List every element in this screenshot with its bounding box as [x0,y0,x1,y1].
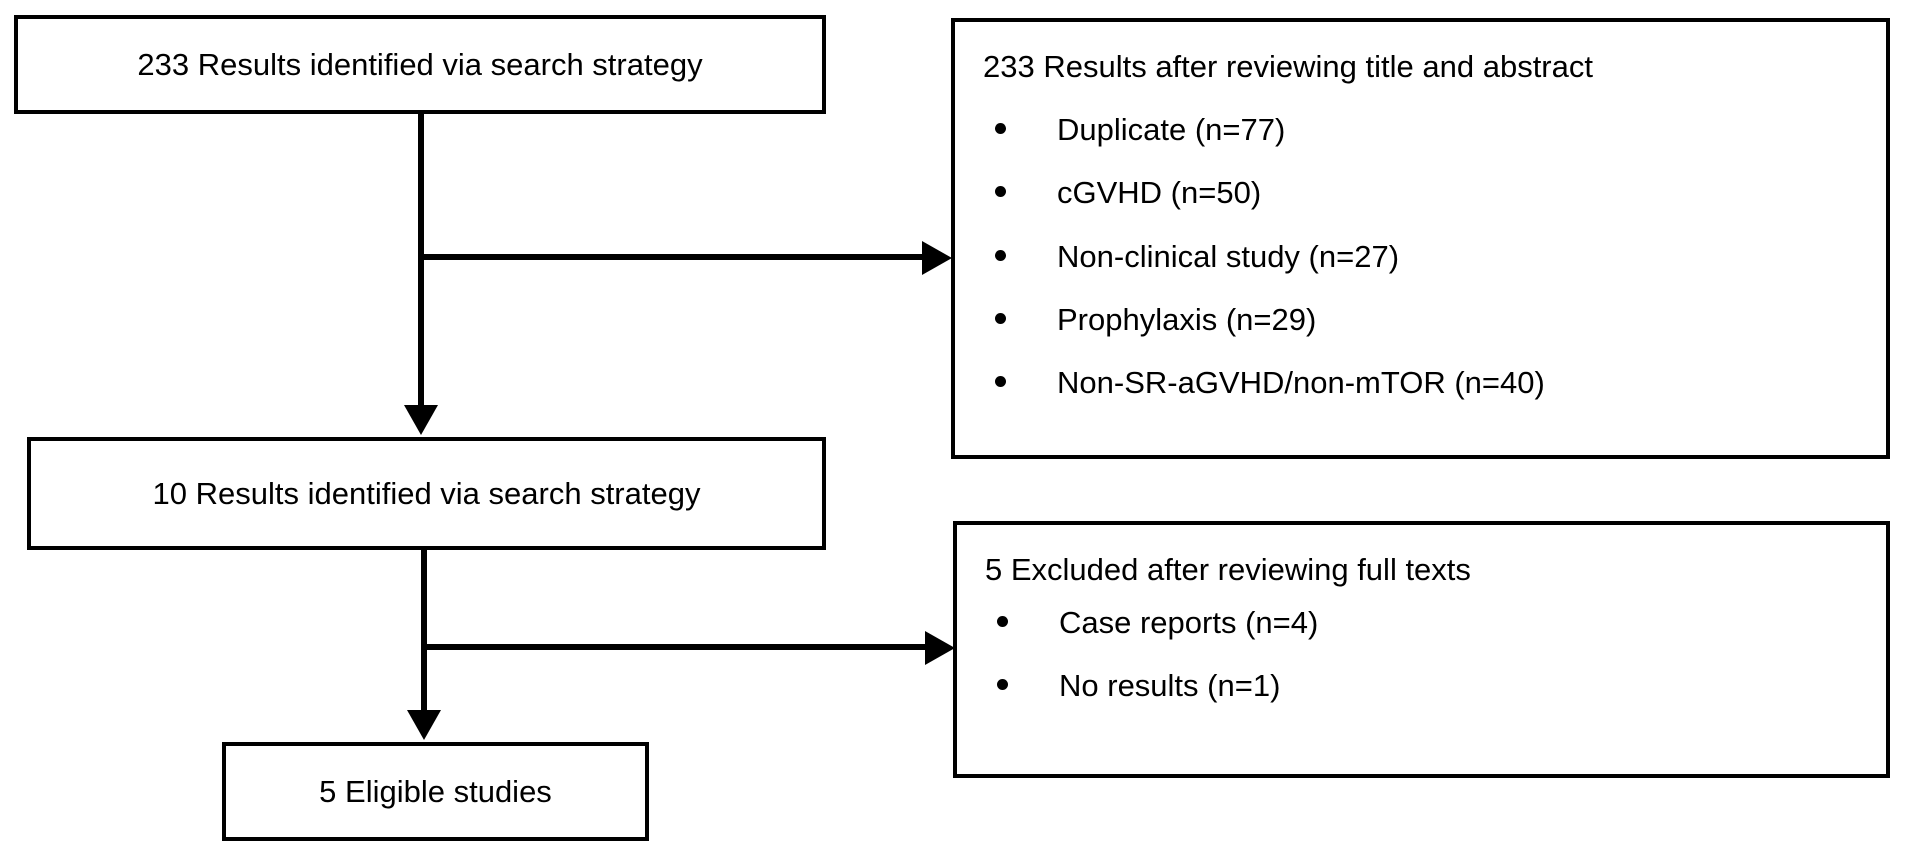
list-item: Prophylaxis (n=29) [983,301,1862,338]
connector-screened-to-eligible-arrowhead [407,710,441,740]
connector-identified-to-excluded-arrowhead [922,241,952,275]
connector-screened-to-excluded-line [424,644,928,650]
list-item: No results (n=1) [985,667,1862,704]
node-eligible-studies-label: 5 Eligible studies [319,773,552,809]
list-item-label: Non-SR-aGVHD/non-mTOR (n=40) [1057,364,1545,400]
node-excluded-title-abstract: 233 Results after reviewing title and ab… [951,18,1890,459]
node-results-identified: 233 Results identified via search strate… [14,15,826,114]
list-item-label: Non-clinical study (n=27) [1057,238,1400,274]
bullet-icon [995,249,1006,261]
bullet-icon [995,123,1006,135]
excluded-title-abstract-content: 233 Results after reviewing title and ab… [955,22,1886,455]
excluded-title-abstract-reason-list: Duplicate (n=77) cGVHD (n=50) Non-clinic… [983,111,1862,401]
node-results-screened-label: 10 Results identified via search strateg… [152,475,701,511]
connector-screened-to-eligible-line [421,550,427,714]
connector-identified-to-screened-line [418,113,424,409]
list-item-label: cGVHD (n=50) [1057,175,1262,211]
list-item: Duplicate (n=77) [983,111,1862,148]
connector-identified-to-screened-arrowhead [404,405,438,435]
bullet-icon [995,186,1006,198]
bullet-icon [995,375,1006,387]
bullet-icon [997,616,1008,628]
list-item: Case reports (n=4) [985,604,1862,641]
list-item-label: Duplicate (n=77) [1057,112,1286,148]
excluded-fulltext-reason-list: Case reports (n=4) No results (n=1) [985,604,1862,704]
list-item: Non-clinical study (n=27) [983,238,1862,275]
connector-identified-to-excluded-line [421,254,925,260]
excluded-fulltext-heading: 5 Excluded after reviewing full texts [985,552,1471,587]
excluded-fulltext-content: 5 Excluded after reviewing full texts Ca… [957,525,1886,774]
bullet-icon [995,312,1006,324]
connector-screened-to-excluded-arrowhead [925,631,955,665]
node-results-identified-label: 233 Results identified via search strate… [137,46,703,82]
node-excluded-fulltext: 5 Excluded after reviewing full texts Ca… [953,521,1890,778]
list-item-label: Prophylaxis (n=29) [1057,301,1317,337]
bullet-icon [997,679,1008,691]
list-item-label: No results (n=1) [1059,668,1281,704]
node-eligible-studies: 5 Eligible studies [222,742,649,841]
list-item-label: Case reports (n=4) [1059,605,1319,641]
excluded-title-abstract-heading: 233 Results after reviewing title and ab… [983,49,1593,84]
node-results-screened: 10 Results identified via search strateg… [27,437,826,550]
list-item: Non-SR-aGVHD/non-mTOR (n=40) [983,364,1862,401]
list-item: cGVHD (n=50) [983,174,1862,211]
